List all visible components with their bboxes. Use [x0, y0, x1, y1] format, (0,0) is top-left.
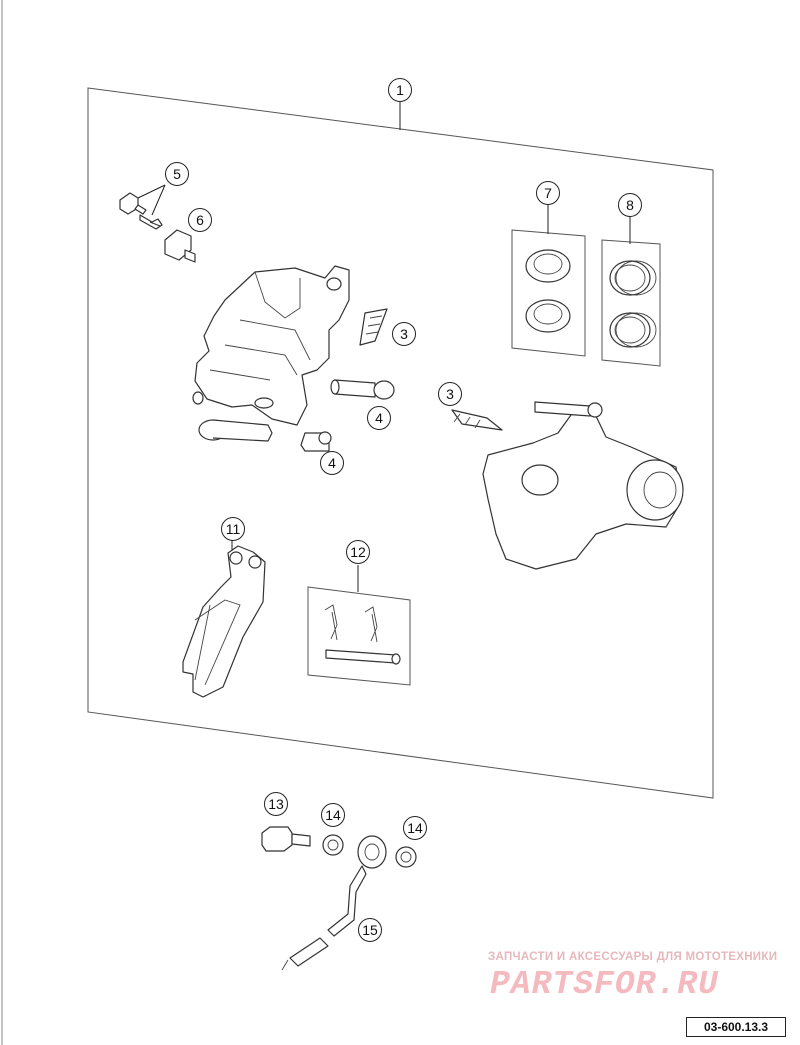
drawing-code-label: 03-600.13.3	[686, 1017, 786, 1037]
seal-kit-part	[601, 239, 661, 367]
callout-15[interactable]: 15	[358, 918, 382, 942]
callout-4b[interactable]: 4	[320, 451, 344, 475]
callout-4a[interactable]: 4	[367, 406, 391, 430]
caliper-support-part	[482, 401, 684, 570]
plug-screw-part	[164, 229, 196, 263]
sealing-washer-part	[322, 834, 344, 856]
callout-1[interactable]: 1	[388, 78, 412, 102]
pin-kit-part	[307, 586, 411, 686]
callout-5[interactable]: 5	[165, 162, 189, 186]
callout-3a[interactable]: 3	[392, 322, 416, 346]
callout-14a[interactable]: 14	[321, 803, 345, 827]
retaining-clip-part	[359, 308, 388, 346]
bleeder-screw-part	[119, 192, 163, 230]
brake-pad-part	[182, 545, 266, 698]
callout-8[interactable]: 8	[618, 193, 642, 217]
callout-6[interactable]: 6	[188, 208, 212, 232]
caliper-body-part	[192, 265, 350, 442]
callout-7[interactable]: 7	[536, 181, 560, 205]
callout-12[interactable]: 12	[346, 540, 370, 564]
piston-kit-part	[511, 229, 586, 357]
callout-13[interactable]: 13	[264, 792, 288, 816]
sealing-washer-part-2	[395, 846, 417, 868]
watermark-logo: PARTSFOR.RU	[490, 966, 719, 1003]
banjo-bolt-part	[261, 826, 311, 852]
callout-14b[interactable]: 14	[403, 816, 427, 840]
guide-pin-part	[330, 379, 395, 400]
pad-spring-part	[451, 409, 503, 431]
brake-hose-part	[281, 835, 387, 971]
callout-3b[interactable]: 3	[438, 382, 462, 406]
callout-11[interactable]: 11	[221, 517, 245, 541]
watermark-tagline: ЗАПЧАСТИ И АКСЕССУАРЫ ДЛЯ МОТОТЕХНИКИ	[488, 951, 778, 963]
